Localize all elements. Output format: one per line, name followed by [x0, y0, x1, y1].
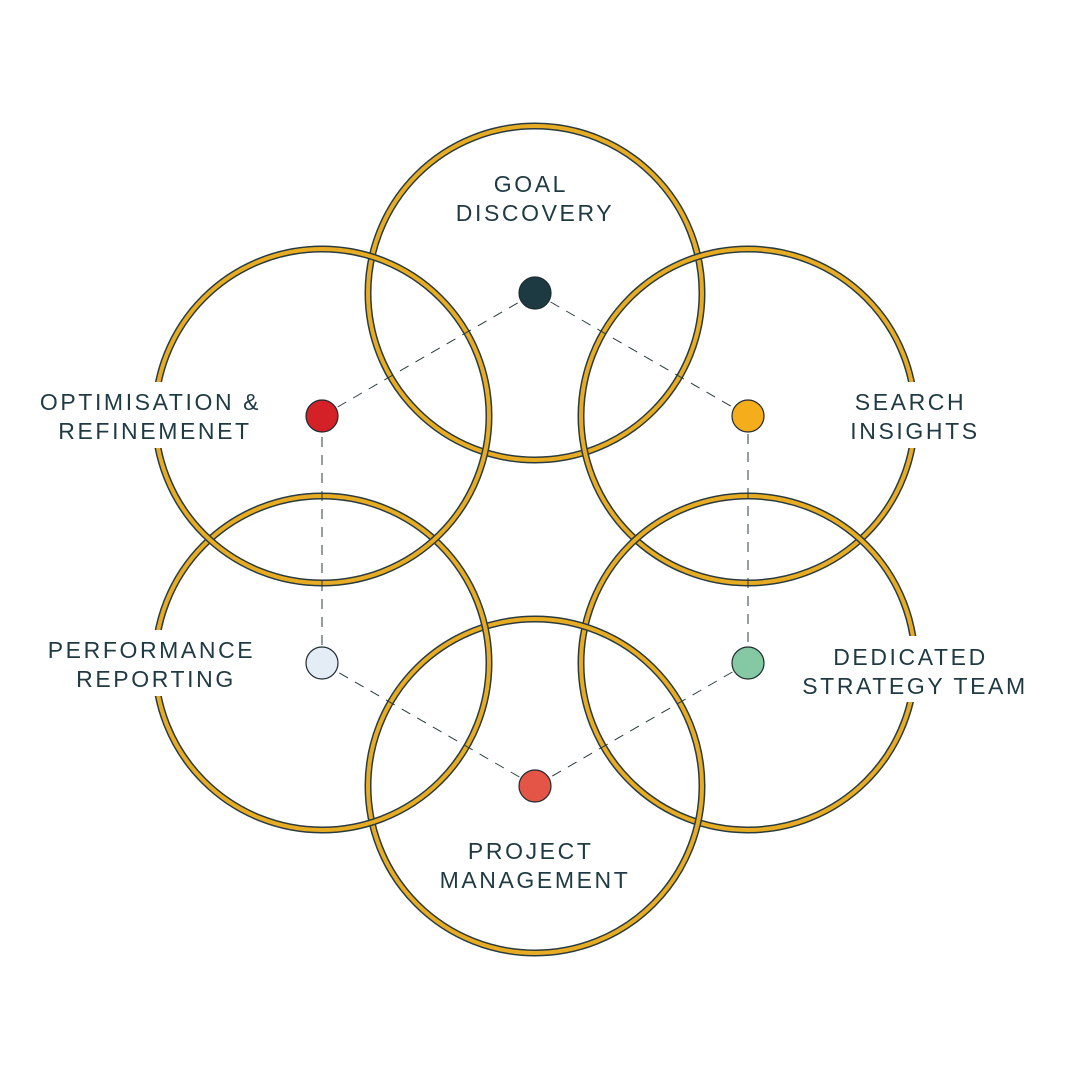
rings [151, 122, 919, 957]
node-dot-dedicated-strategy-team [731, 646, 765, 680]
label-dedicated-strategy-team: DEDICATED STRATEGY TEAM [802, 644, 1028, 699]
knockout-search-insights [852, 382, 980, 448]
label-optimisation-refinement-line-2: REFINEMENET [58, 418, 251, 444]
knockout-optimisation-refinement [40, 382, 266, 448]
connector-1 [534, 292, 749, 417]
connector-3 [534, 662, 749, 787]
label-performance-reporting-line-2: REPORTING [76, 666, 236, 692]
node-dot-optimisation-refinement [305, 399, 339, 433]
ring-project-management [364, 615, 706, 957]
knockout-performance-reporting [50, 630, 262, 696]
label-search-insights-line-1: SEARCH [855, 389, 966, 415]
knockout-dedicated-strategy-team [804, 636, 1028, 702]
label-search-insights-line-2: INSIGHTS [850, 418, 979, 444]
label-goal-discovery: GOAL DISCOVERY [456, 171, 614, 226]
label-optimisation-refinement: OPTIMISATION & REFINEMENET [40, 389, 270, 444]
labels: GOAL DISCOVERY SEARCH INSIGHTS DEDICATED… [40, 171, 1028, 893]
connector-4 [321, 662, 536, 787]
label-project-management-line-2: MANAGEMENT [440, 867, 631, 893]
label-search-insights: SEARCH INSIGHTS [850, 389, 979, 444]
node-dot-search-insights [731, 399, 765, 433]
label-project-management-line-1: PROJECT [468, 838, 593, 864]
label-knockouts [40, 382, 1028, 702]
label-project-management: PROJECT MANAGEMENT [440, 838, 631, 893]
label-goal-discovery-line-1: GOAL [494, 171, 567, 197]
connector-hexagon [321, 292, 749, 787]
node-dot-goal-discovery [518, 276, 552, 310]
node-dot-project-management [518, 769, 552, 803]
connector-6 [321, 292, 536, 417]
label-dedicated-strategy-team-line-2: STRATEGY TEAM [802, 673, 1028, 699]
label-optimisation-refinement-line-1: OPTIMISATION & [40, 389, 261, 415]
nodes [305, 276, 765, 803]
ring-goal-discovery [364, 122, 706, 464]
node-dot-performance-reporting [305, 646, 339, 680]
label-dedicated-strategy-team-line-1: DEDICATED [833, 644, 988, 670]
label-performance-reporting: PERFORMANCE REPORTING [48, 637, 265, 692]
label-performance-reporting-line-1: PERFORMANCE [48, 637, 256, 663]
label-goal-discovery-line-2: DISCOVERY [456, 200, 614, 226]
